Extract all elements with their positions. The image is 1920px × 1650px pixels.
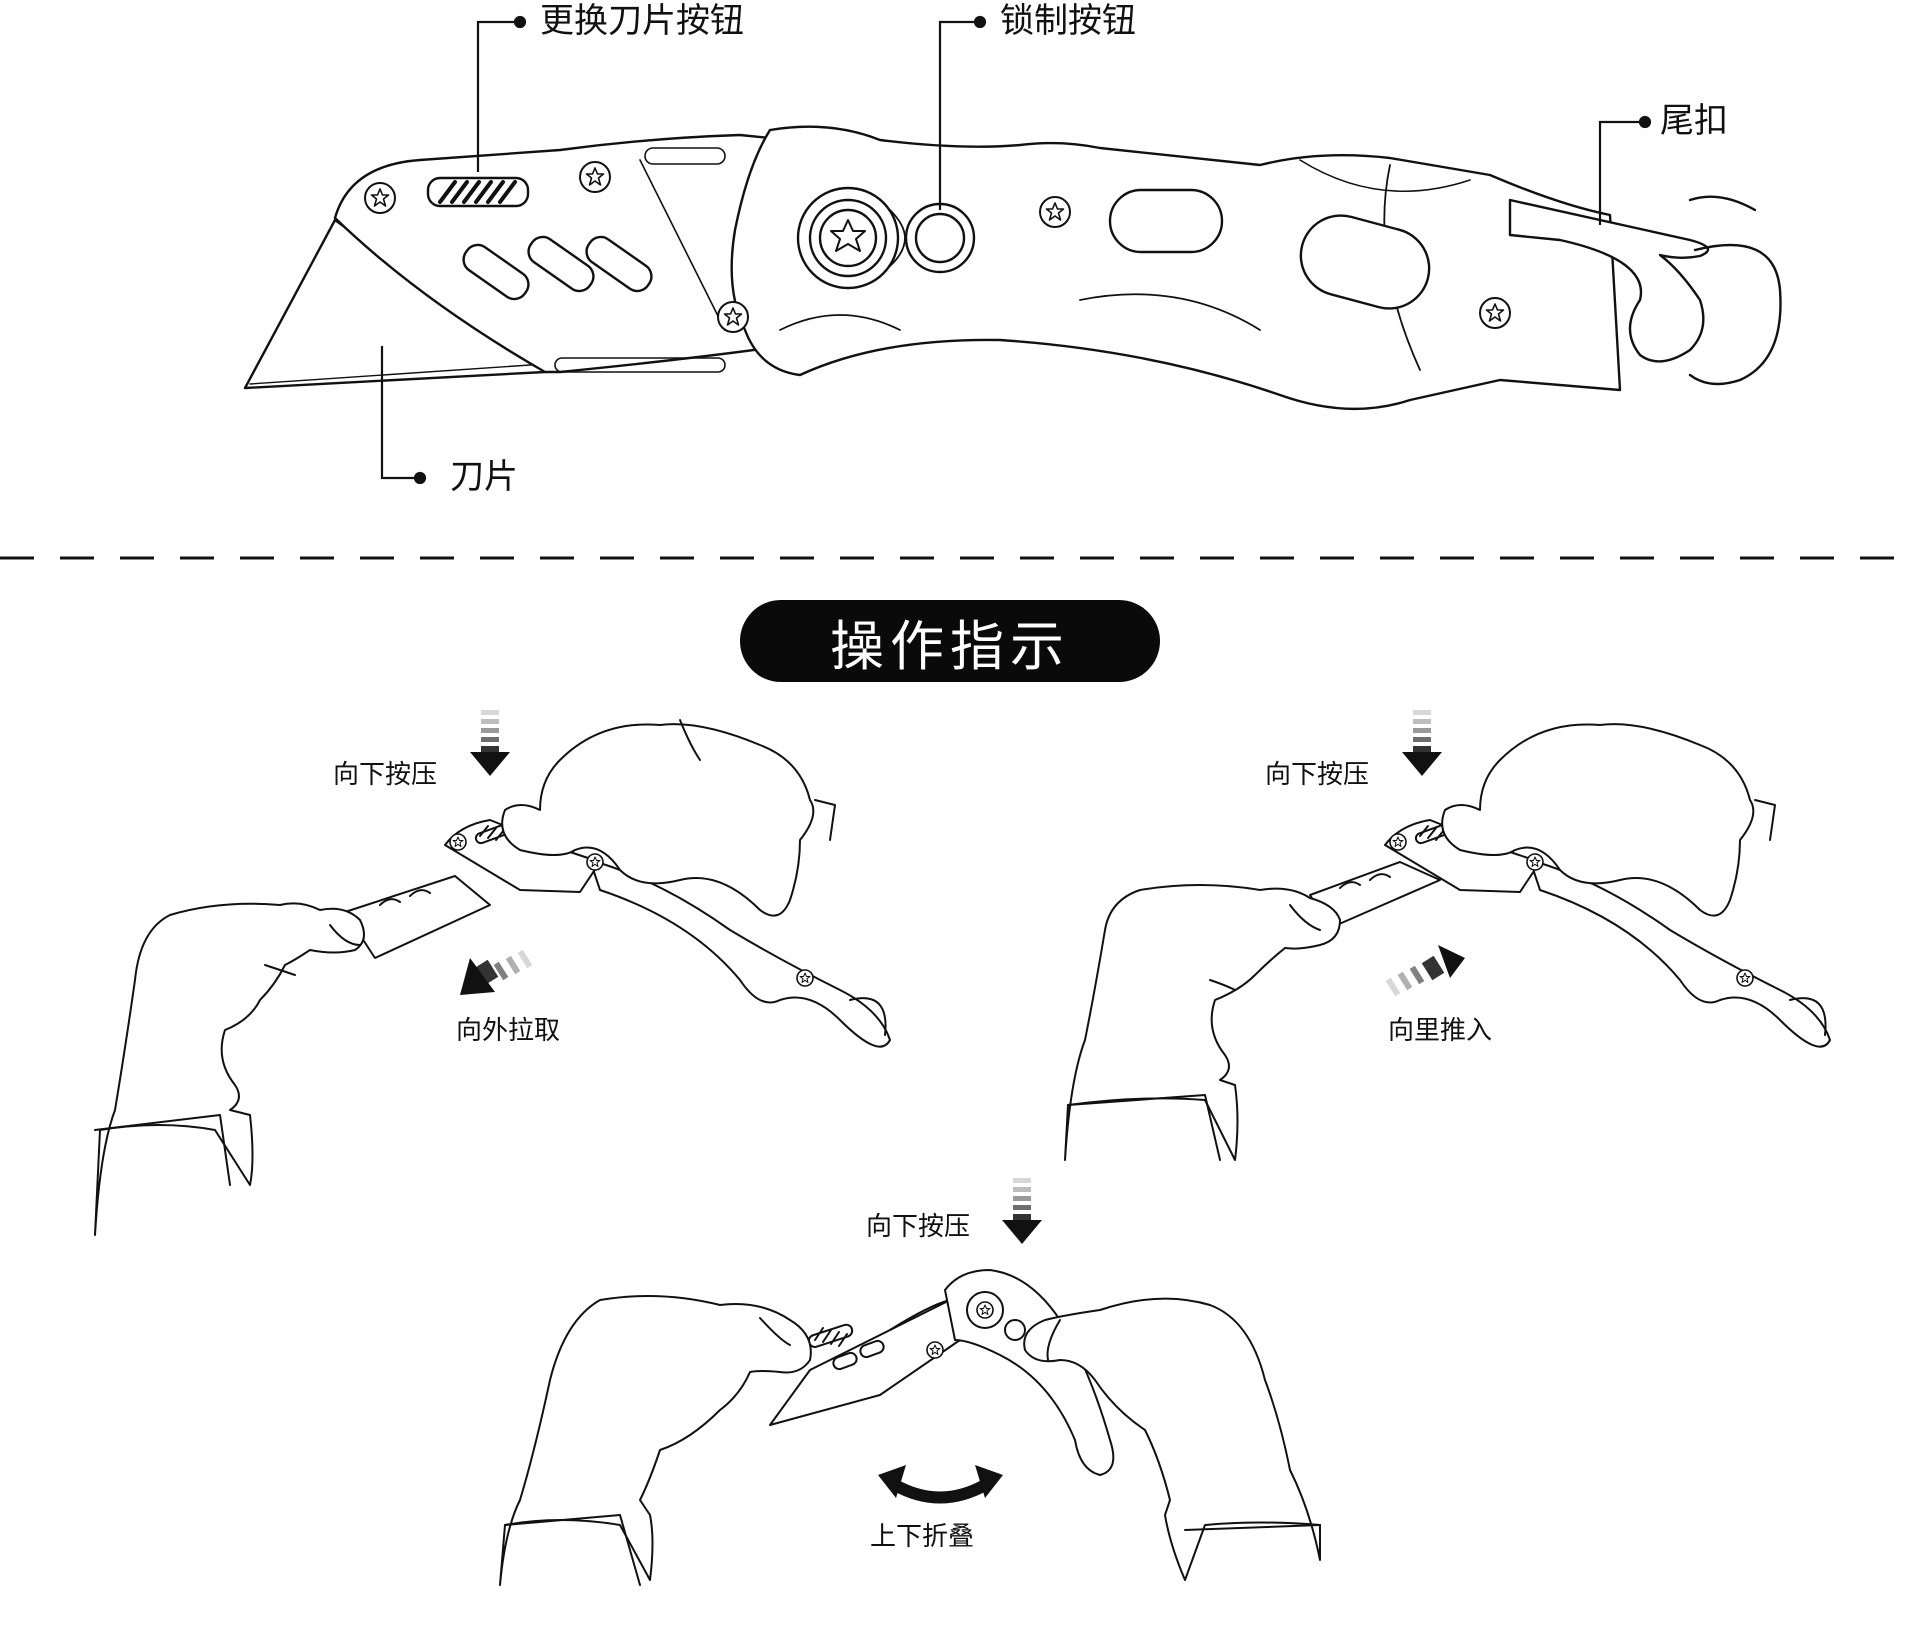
step3-action-label: 上下折叠 (870, 1522, 975, 1552)
housing-slot (462, 243, 530, 301)
step3-press-label: 向下按压 (866, 1212, 971, 1242)
handle-body (730, 125, 1622, 411)
housing-slot (585, 235, 653, 293)
label-blade: 刀片 (450, 457, 518, 497)
housing-slot (527, 235, 595, 293)
knife-diagram (243, 125, 1782, 411)
callout-lines (380, 15, 1652, 485)
label-lock-button: 锁制按钮 (1000, 1, 1136, 41)
step2-push-arrow (1385, 945, 1465, 997)
step3-illustration (499, 1269, 1321, 1586)
tail-clip-shape (1508, 198, 1710, 363)
step1-illustration (94, 719, 891, 1236)
label-blade-change-button: 更换刀片按钮 (540, 1, 744, 41)
label-tail-clip: 尾扣 (1660, 101, 1728, 141)
section-title: 操作指示 (740, 600, 1160, 682)
step2-illustration (1064, 723, 1831, 1161)
fold-arrow (878, 1465, 1003, 1504)
step2-action-label: 向里推入 (1388, 1016, 1493, 1046)
step1-action-label: 向外拉取 (456, 1016, 561, 1046)
step2-press-label: 向下按压 (1265, 760, 1370, 790)
step1-press-label: 向下按压 (333, 760, 438, 790)
step1-pull-arrow (460, 949, 533, 995)
